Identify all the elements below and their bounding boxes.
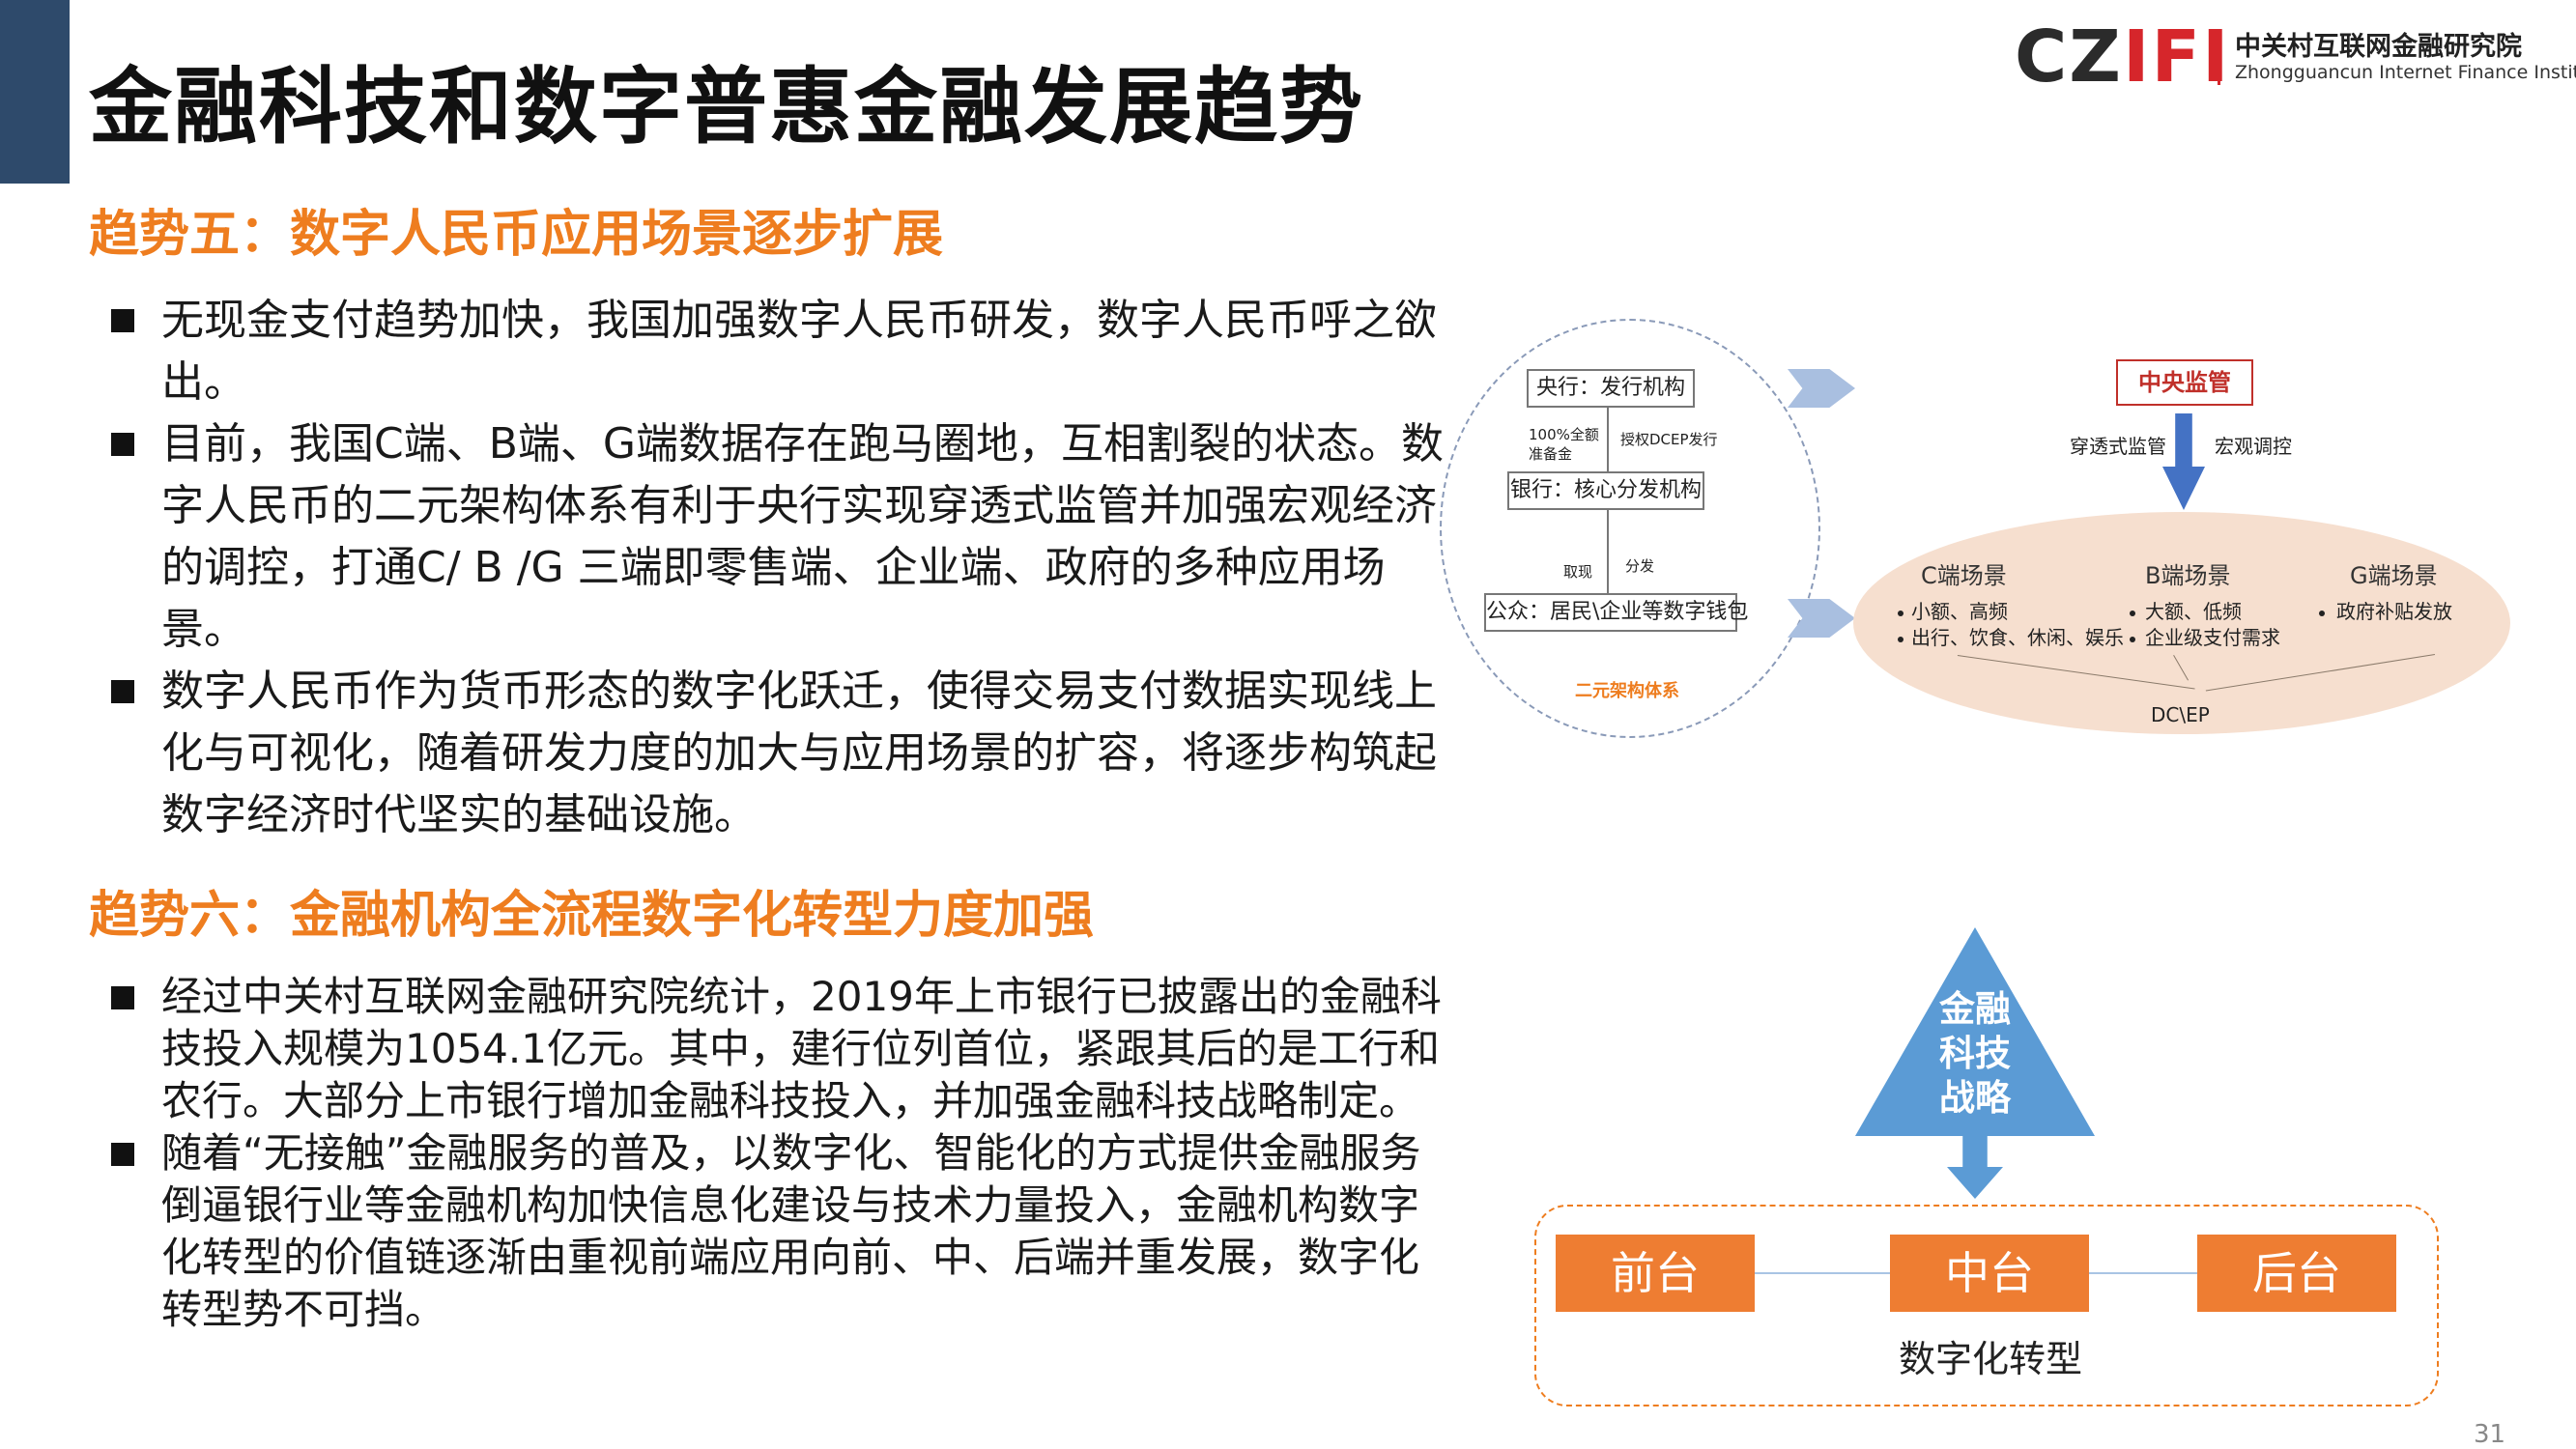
- trend6-heading: 趋势六：金融机构全流程数字化转型力度加强: [89, 887, 1095, 945]
- transformation-frame: [1534, 1205, 2439, 1406]
- trend5-bullet-1: 无现金支付趋势加快，我国加强数字人民币研发，数字人民币呼之欲出。: [92, 290, 1445, 413]
- reserve-label: 100%全额 准备金: [1529, 426, 1599, 463]
- withdraw-label: 取现: [1563, 563, 1593, 581]
- trend6-bullet-1: 经过中关村互联网金融研究院统计，2019年上市银行已披露出的金融科技投入规模为1…: [92, 971, 1445, 1127]
- trend5-heading: 趋势五：数字人民币应用场景逐步扩展: [89, 206, 944, 264]
- system-label: 二元架构体系: [1575, 681, 1679, 701]
- back-office-box: 后台: [2197, 1235, 2396, 1312]
- trend5-bullet-list: 无现金支付趋势加快，我国加强数字人民币研发，数字人民币呼之欲出。 目前，我国C端…: [92, 290, 1445, 846]
- transformation-label: 数字化转型: [1898, 1338, 2082, 1380]
- digital-transformation-diagram: 金融 科技 战略 前台 中台 后台 数字化转型: [1527, 927, 2454, 1410]
- trend5-bullet-3: 数字人民币作为货币形态的数字化跃迁，使得交易支付数据实现线上化与可视化，随着研发…: [92, 661, 1445, 846]
- middle-office-box: 中台: [1890, 1235, 2089, 1312]
- macro-label: 宏观调控: [2215, 435, 2292, 458]
- connector-line: [2087, 1272, 2203, 1274]
- distribute-label: 分发: [1625, 557, 1655, 575]
- institute-logo: CZIFI 中关村互联网金融研究院 Zhongguancun Internet …: [2015, 15, 2576, 99]
- dcep-architecture-diagram: 央行：发行机构 100%全额 准备金 授权DCEP发行 银行：核心分发机构 取现…: [1430, 309, 2532, 744]
- trend6-bullet-2: 随着“无接触”金融服务的普及，以数字化、智能化的方式提供金融服务倒逼银行业等金融…: [92, 1127, 1445, 1336]
- vertical-connector-2: [1607, 508, 1609, 593]
- b-scene-item-1: 大额、低频: [2145, 600, 2242, 623]
- trend6-bullet-list: 经过中关村互联网金融研究院统计，2019年上市银行已披露出的金融科技投入规模为1…: [92, 971, 1445, 1336]
- arrow-down-icon: [2162, 413, 2205, 510]
- page-title: 金融科技和数字普惠金融发展趋势: [89, 59, 1364, 156]
- dcep-label: DC\EP: [2151, 703, 2210, 726]
- b-scene-title: B端场景: [2145, 562, 2231, 589]
- arrow-down-icon: [1947, 1135, 2003, 1199]
- authorize-label: 授权DCEP发行: [1620, 431, 1718, 448]
- central-bank-box: 央行：发行机构: [1527, 369, 1695, 408]
- scenario-ellipse: [1853, 512, 2510, 734]
- c-scene-item-1: 小额、高频: [1911, 600, 2008, 623]
- logo-separator: [2218, 29, 2220, 85]
- b-scene-item-2: 企业级支付需求: [2145, 626, 2280, 649]
- trend5-bullet-2: 目前，我国C端、B端、G端数据存在跑马圈地，互相割裂的状态。数字人民币的二元架构…: [92, 413, 1445, 661]
- front-office-box: 前台: [1556, 1235, 1755, 1312]
- bullet-dot: [2319, 611, 2325, 616]
- public-wallet-box: 公众：居民\企业等数字钱包: [1484, 593, 1748, 632]
- central-regulation-box: 中央监管: [2116, 359, 2253, 406]
- strategy-label: 金融 科技 战略: [1939, 988, 2011, 1119]
- page-number: 31: [2474, 1420, 2506, 1449]
- logo-name-en: Zhongguancun Internet Finance Institute: [2235, 62, 2576, 83]
- g-scene-title: G端场景: [2350, 562, 2438, 589]
- bullet-dot: [2130, 637, 2135, 642]
- bullet-dot: [1898, 637, 1903, 642]
- bank-box: 银行：核心分发机构: [1507, 471, 1704, 510]
- architecture-circle: [1440, 319, 1820, 738]
- chevron-right-icon: [1788, 369, 1855, 408]
- c-scene-item-2: 出行、饮食、休闲、娱乐: [1911, 626, 2124, 649]
- c-scene-title: C端场景: [1921, 562, 2007, 589]
- penetrating-label: 穿透式监管: [2070, 435, 2166, 458]
- bullet-dot: [1898, 611, 1903, 616]
- g-scene-item-1: 政府补贴发放: [2336, 600, 2452, 623]
- connector-line: [1755, 1272, 1896, 1274]
- bullet-dot: [2130, 611, 2135, 616]
- title-accent-bar: [0, 0, 70, 184]
- logo-mark: CZIFI: [2015, 15, 2231, 99]
- logo-name-cn: 中关村互联网金融研究院: [2235, 32, 2522, 62]
- vertical-connector: [1607, 406, 1609, 483]
